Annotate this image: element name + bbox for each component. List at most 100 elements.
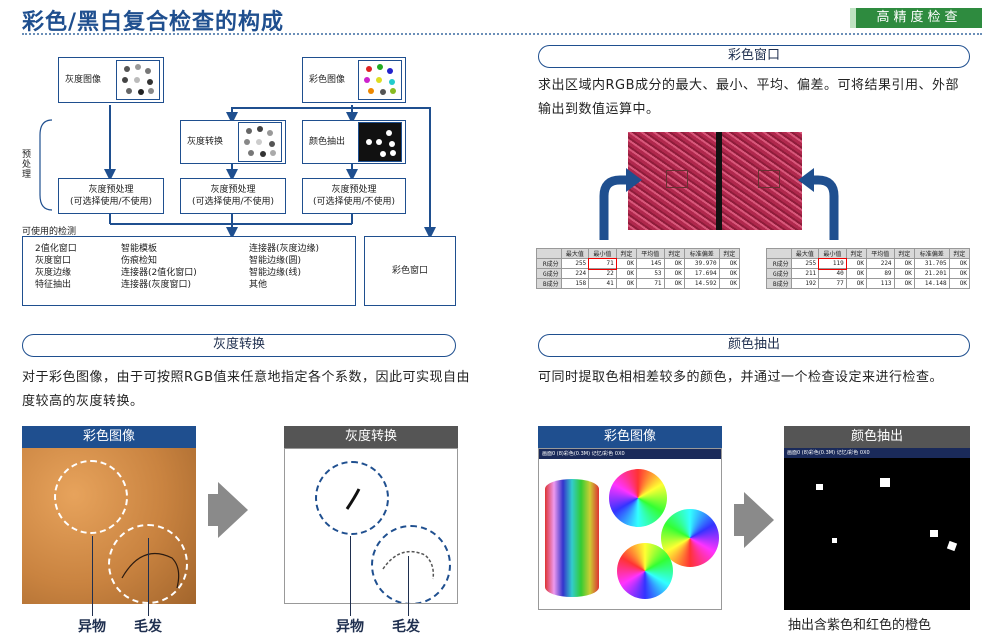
extract-arrow-icon: [744, 492, 774, 548]
table-header-cell: 标准偏差: [913, 248, 950, 259]
table-cell: 192: [790, 278, 820, 289]
flow-arrows: [39, 105, 436, 239]
table-header-row: 最大值最小值判定平均值判定标准偏差判定: [766, 248, 971, 259]
table-cell: OK: [718, 258, 741, 269]
table-cell: OK: [615, 278, 638, 289]
gray-convert-desc: 对于彩色图像，由于可按照RGB值来任意地指定各个系数，因此可实现自由度较高的灰度…: [22, 370, 471, 409]
table-cell: B成分: [536, 278, 562, 289]
color-sphere-3: [617, 543, 673, 599]
color-sphere-2: [661, 509, 719, 567]
table-header-cell: 最大值: [560, 248, 590, 259]
panel-color-image-header: 彩色图像: [22, 426, 196, 448]
table-cell: 22: [588, 268, 617, 279]
gray-convert-thumbnail: [238, 122, 282, 162]
table-cell: 255: [790, 258, 820, 269]
table-cell: 40: [818, 268, 847, 279]
label-foreign-right: 异物: [336, 619, 364, 635]
table-cell: OK: [845, 268, 868, 279]
label-hair-left: 毛发: [134, 619, 162, 635]
panel-gray-convert-header: 灰度转换: [284, 426, 458, 448]
hair-leader-right: [408, 556, 409, 616]
table-header-cell: 最小值: [588, 248, 617, 259]
sample-divider: [716, 132, 722, 230]
orange-texture-photo: [22, 448, 196, 604]
window-arrows: [599, 168, 839, 240]
table-cell: 113: [866, 278, 895, 289]
tool-item: 伤痕检知: [121, 256, 158, 266]
table-cell: OK: [893, 268, 915, 279]
tool-item: 其他: [249, 280, 268, 290]
table-header-cell: 最小值: [818, 248, 847, 259]
table-cell: OK: [718, 278, 741, 289]
extracted-blob: [930, 530, 938, 537]
screen-status-bar-2: 画面0 (8)彩色(0.3M) 记忆/彩色 0X0: [784, 448, 970, 458]
color-dots-thumbnail: [358, 60, 402, 100]
table-cell: OK: [893, 258, 915, 269]
extracted-blob: [946, 540, 958, 552]
available-tools-label: 可使用的检测: [22, 227, 77, 237]
hair-leader-left: [148, 538, 149, 616]
flow-diagram: 灰度图像 彩色图像 灰度转换 颜色抽出 预处理 灰度预处理 (可选择使用/: [0, 0, 470, 320]
left-roi: [666, 170, 688, 188]
foreign-matter-circle-gray: [315, 461, 389, 535]
table-cell: 145: [636, 258, 665, 269]
table-header-cell: 平均值: [866, 248, 895, 259]
page-title: 彩色/黑白复合检查的构成: [22, 10, 285, 35]
table-cell: OK: [663, 268, 685, 279]
table-cell: OK: [845, 258, 868, 269]
gray-convert-label: 灰度转换: [187, 137, 224, 147]
tools-col-1: 2值化窗口 灰度窗口 灰度边缘 特征抽出: [35, 243, 77, 291]
table-header-cell: 判定: [845, 248, 868, 259]
color-cylinder: [545, 479, 599, 597]
table-header-cell: 最大值: [790, 248, 820, 259]
table-cell: 71: [587, 257, 618, 270]
color-extract-desc: 可同时提取色相相差较多的颜色，并通过一个检查设定来进行检查。: [538, 370, 944, 385]
table-cell: OK: [663, 258, 685, 269]
panel-extract-result-header: 颜色抽出: [784, 426, 970, 448]
gray-converted-image: [284, 448, 458, 604]
tool-item: 连接器(灰度边缘): [249, 244, 320, 254]
tool-item: 灰度边缘: [35, 268, 72, 278]
preprocess-box-2: 灰度预处理 (可选择使用/不使用): [180, 178, 286, 214]
right-roi: [758, 170, 780, 188]
preprocess-box-3: 灰度预处理 (可选择使用/不使用): [302, 178, 406, 214]
color-extract-label: 颜色抽出: [309, 137, 346, 147]
extracted-blob: [816, 484, 823, 490]
extracted-blob: [880, 478, 890, 487]
table-cell: 31.705: [913, 258, 950, 269]
extract-caption: 抽出含紫色和红色的橙色: [788, 618, 932, 633]
color-sphere-1: [609, 469, 667, 527]
extracted-blob: [832, 538, 837, 543]
color-image-box: 彩色图像: [302, 57, 406, 103]
table-cell: OK: [948, 258, 971, 269]
table-cell: 17.694: [683, 268, 720, 279]
table-cell: 71: [636, 278, 665, 289]
table-cell: R成分: [766, 258, 792, 269]
title-divider: [22, 33, 982, 35]
color-spheres-image: 画面0 (8)彩色(0.3M) 记忆/彩色 0X0: [538, 448, 722, 610]
table-header-cell: [766, 248, 792, 259]
color-extract-thumbnail: [358, 122, 402, 162]
table-header-cell: 判定: [718, 248, 741, 259]
table-cell: 224: [866, 258, 895, 269]
table-cell: 255: [560, 258, 590, 269]
table-header-cell: 判定: [663, 248, 685, 259]
extract-arrow-stem: [734, 504, 748, 536]
convert-arrow-icon: [218, 482, 248, 538]
table-cell: 14.148: [913, 278, 950, 289]
table-cell: OK: [948, 268, 971, 279]
table-cell: 224: [560, 268, 590, 279]
tool-item: 连接器(灰度窗口): [121, 280, 192, 290]
tool-item: 智能模板: [121, 244, 158, 254]
color-image-label: 彩色图像: [309, 75, 346, 85]
table-cell: 39.970: [683, 258, 720, 269]
color-extract-heading: 颜色抽出: [538, 334, 970, 357]
table-cell: 41: [588, 278, 617, 289]
foreign-leader-left: [92, 536, 93, 616]
table-cell: G成分: [536, 268, 562, 279]
